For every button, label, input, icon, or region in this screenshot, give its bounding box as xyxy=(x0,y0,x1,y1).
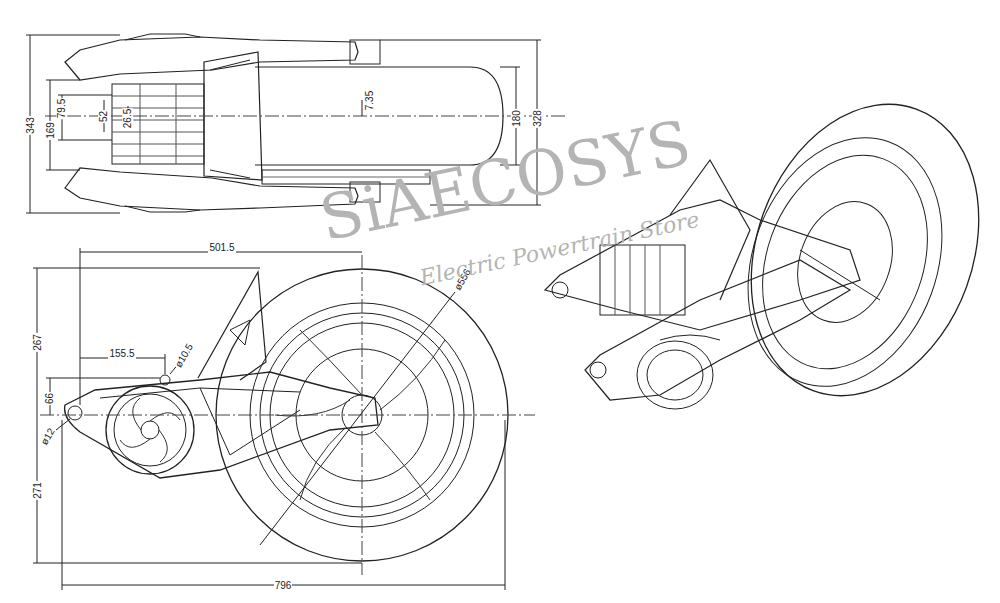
dimension-label: 66 xyxy=(45,391,56,404)
dimension-label: ø10.5 xyxy=(172,340,195,369)
dimension-label: 26.5 xyxy=(123,107,134,128)
dimension-label: 7.35 xyxy=(365,89,376,110)
dimension-label: 343 xyxy=(25,116,36,135)
dimension-label: ø12 xyxy=(38,425,57,447)
dimension-label: 501.5 xyxy=(208,242,235,253)
dimension-label: 155.5 xyxy=(108,348,135,359)
dimension-label: 271 xyxy=(32,481,43,500)
dimension-label: 169 xyxy=(45,121,56,140)
side-view xyxy=(33,248,535,590)
dimension-label: 79.5 xyxy=(57,97,68,118)
dimension-label: 52 xyxy=(99,109,110,122)
dimension-label: 267 xyxy=(32,333,43,352)
dimension-label: 180 xyxy=(511,109,522,128)
dimension-label: 796 xyxy=(274,580,293,591)
dimension-label: 328 xyxy=(532,109,543,128)
